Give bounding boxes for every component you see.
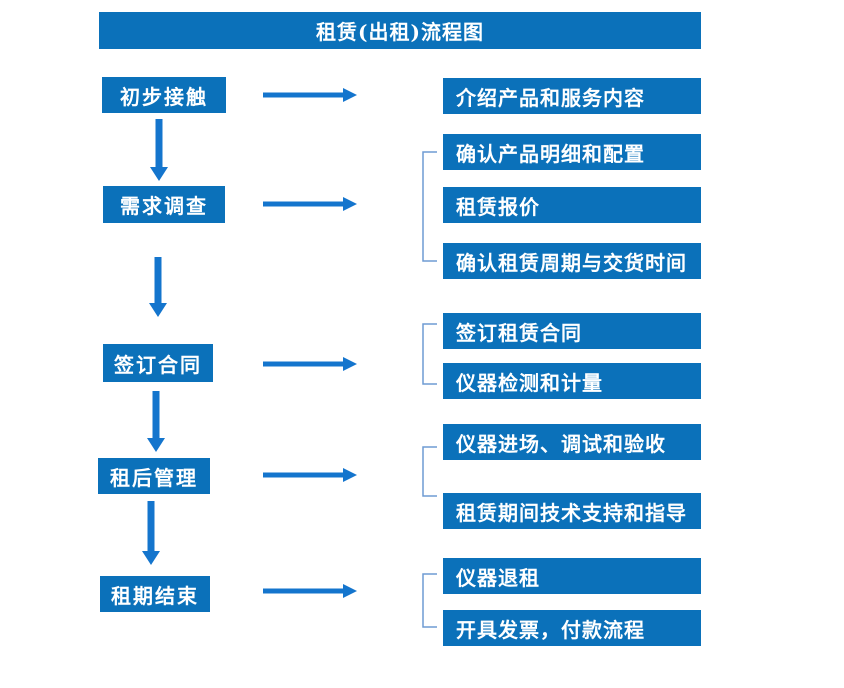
right-arrow-icon-2 xyxy=(263,197,357,211)
down-arrow-icon-2 xyxy=(149,257,167,317)
step-box-instrument-setup: 仪器进场、调试和验收 xyxy=(443,424,701,460)
bracket-lease-end-group xyxy=(422,573,437,628)
bracket-sign-contract-group xyxy=(422,323,437,385)
stage-box-lease-end: 租期结束 xyxy=(100,576,210,612)
step-box-instrument-return: 仪器退租 xyxy=(443,558,701,594)
step-box-sign-rental-contract: 签订租赁合同 xyxy=(443,313,701,349)
stage-box-post-rental-mgmt: 租后管理 xyxy=(98,458,210,494)
step-box-tech-support: 租赁期间技术支持和指导 xyxy=(443,493,701,529)
bracket-demand-survey-group xyxy=(422,151,437,262)
step-box-invoice-payment: 开具发票，付款流程 xyxy=(443,610,701,646)
right-arrow-icon-1 xyxy=(263,88,357,102)
step-box-rental-quote: 租赁报价 xyxy=(443,187,701,223)
right-arrow-icon-5 xyxy=(263,584,357,598)
step-box-confirm-details: 确认产品明细和配置 xyxy=(443,134,701,170)
down-arrow-icon-4 xyxy=(142,501,160,565)
stage-box-initial-contact: 初步接触 xyxy=(102,77,226,113)
stage-box-sign-contract: 签订合同 xyxy=(103,344,213,382)
step-box-introduce-products: 介绍产品和服务内容 xyxy=(443,78,701,114)
right-arrow-icon-3 xyxy=(263,357,357,371)
stage-box-demand-survey: 需求调查 xyxy=(103,186,225,223)
step-box-confirm-period: 确认租赁周期与交货时间 xyxy=(443,243,701,279)
flowchart-title: 租赁(出租)流程图 xyxy=(99,12,701,49)
down-arrow-icon-3 xyxy=(147,391,165,452)
down-arrow-icon-1 xyxy=(150,119,168,181)
right-arrow-icon-4 xyxy=(263,468,357,482)
bracket-post-rental-group xyxy=(422,446,437,497)
step-box-instrument-testing: 仪器检测和计量 xyxy=(443,363,701,399)
